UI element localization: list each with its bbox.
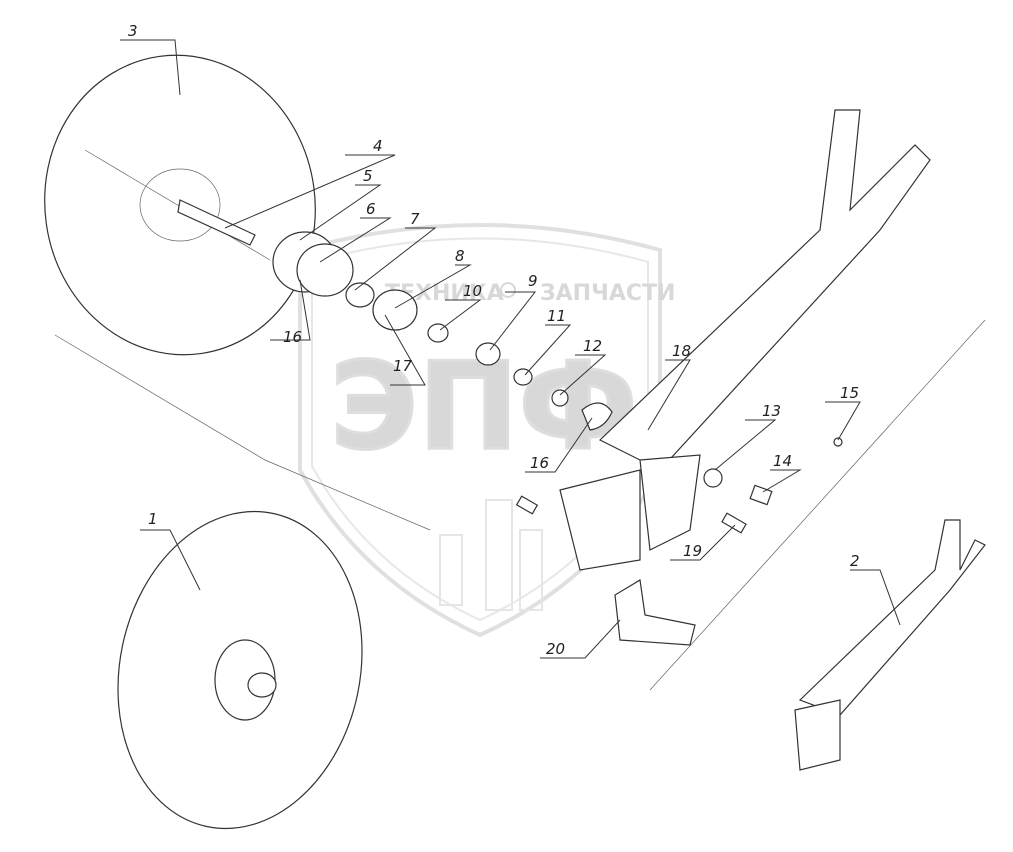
gear-icon xyxy=(500,282,516,298)
callout-16-middle: 16 xyxy=(530,454,549,472)
watermark-buildings xyxy=(439,499,543,611)
disc-3 xyxy=(44,54,316,356)
callout-9: 9 xyxy=(528,272,538,290)
callout-18: 18 xyxy=(672,342,691,360)
callout-4: 4 xyxy=(373,137,383,155)
callout-10: 10 xyxy=(463,282,482,300)
disc-1 xyxy=(117,510,363,830)
scraper-20 xyxy=(614,579,696,646)
callout-6: 6 xyxy=(366,200,376,218)
callout-7: 7 xyxy=(410,210,420,228)
callout-15: 15 xyxy=(840,384,859,402)
arm-18 xyxy=(515,109,931,571)
callout-8: 8 xyxy=(455,247,465,265)
leader-lines xyxy=(120,39,901,659)
hub-assembly xyxy=(272,231,613,431)
callout-1: 1 xyxy=(148,510,158,528)
callout-3: 3 xyxy=(128,22,138,40)
assembly-2 xyxy=(794,519,986,771)
watermark-text-right: ЗАПЧАСТИ xyxy=(540,281,675,306)
callout-5: 5 xyxy=(363,167,373,185)
callout-11: 11 xyxy=(547,307,566,325)
callout-labels: 3 4 5 6 7 8 16 17 10 9 11 12 18 13 15 14… xyxy=(128,22,860,658)
callout-16-left: 16 xyxy=(283,328,302,346)
callout-14: 14 xyxy=(773,452,792,470)
callout-20: 20 xyxy=(546,640,565,658)
callout-13: 13 xyxy=(762,402,781,420)
callout-17: 17 xyxy=(393,357,413,375)
callout-2: 2 xyxy=(850,552,860,570)
frame-lines xyxy=(54,319,986,691)
callout-19: 19 xyxy=(683,542,702,560)
callout-12: 12 xyxy=(583,337,602,355)
